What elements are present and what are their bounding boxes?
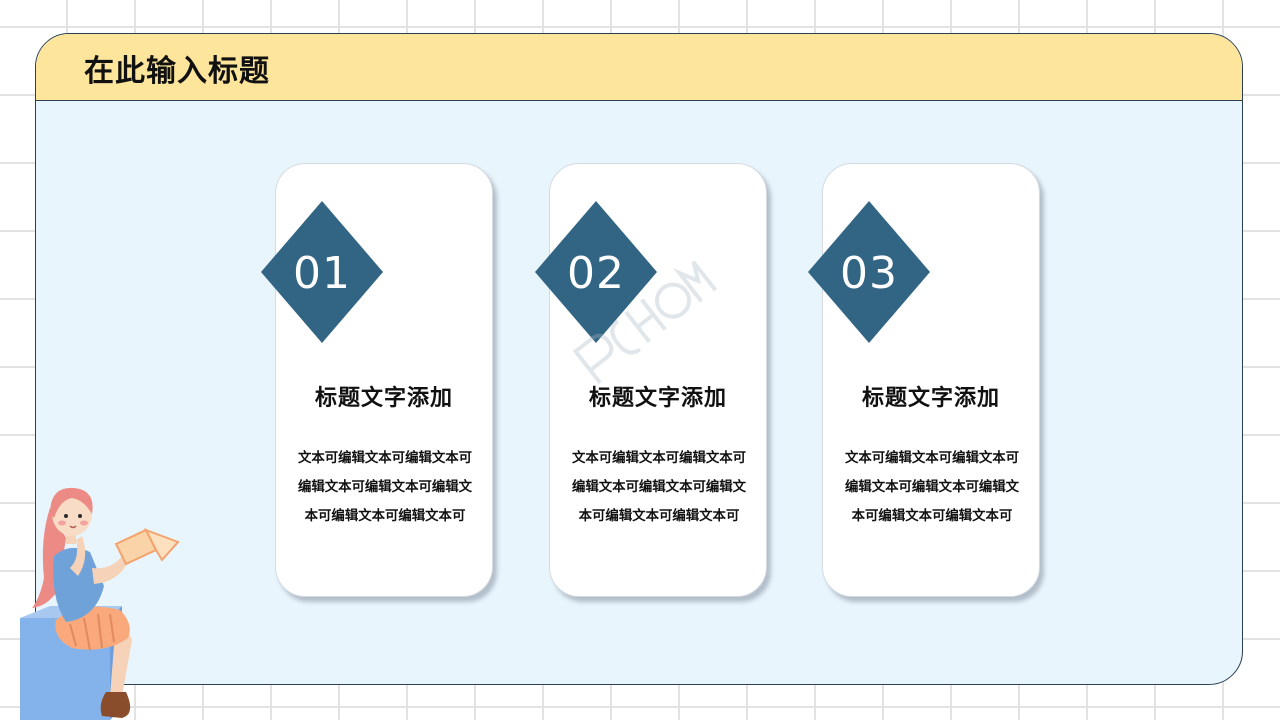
card-body-text[interactable]: 文本可编辑文本可编辑文本可编辑文本可编辑文本可编辑文本可编辑文本可编辑文本可: [297, 450, 473, 524]
card-title[interactable]: 标题文字添加: [861, 385, 1000, 411]
card-3: 03 标题文字添加 文本可编辑文本可编辑文本可编辑文本可编辑文本可编辑文本可编辑…: [808, 163, 1040, 597]
card-number: 02: [567, 248, 625, 299]
card-title[interactable]: 标题文字添加: [314, 385, 453, 411]
card-1: 01 标题文字添加 文本可编辑文本可编辑文本可编辑文本可编辑文本可编辑文本可编辑…: [261, 163, 493, 597]
girl-reading-illustration-icon: [20, 487, 180, 720]
title-bar: 在此输入标题: [36, 34, 1242, 101]
book-icon: [114, 528, 180, 566]
card-title[interactable]: 标题文字添加: [588, 385, 727, 411]
watermark-logo-icon: [572, 260, 718, 385]
page-title[interactable]: 在此输入标题: [84, 54, 270, 89]
card-number: 03: [840, 248, 898, 299]
card-body-text[interactable]: 文本可编辑文本可编辑文本可编辑文本可编辑文本可编辑文本可编辑文本可编辑文本可: [571, 450, 747, 524]
card-2: 02 标题文字添加 文本可编辑文本可编辑文本可编辑文本可编辑文本可编辑文本可编辑…: [535, 163, 767, 597]
card-body-text[interactable]: 文本可编辑文本可编辑文本可编辑文本可编辑文本可编辑文本可编辑文本可编辑文本可: [844, 450, 1020, 524]
card-number: 01: [293, 248, 351, 299]
